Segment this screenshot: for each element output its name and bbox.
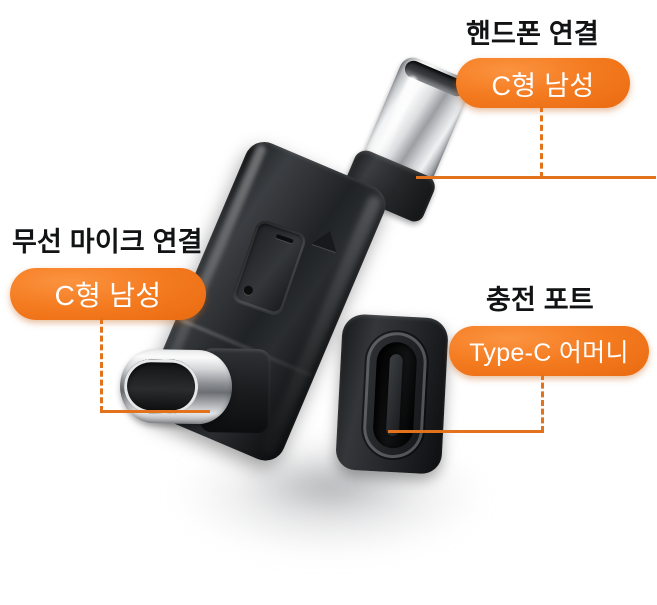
leader-line-left-vertical [100, 318, 103, 412]
leader-line-right-horizontal [388, 430, 544, 433]
annotation-heading-right: 충전 포트 [486, 285, 594, 315]
annotation-heading-top: 핸드폰 연결 [466, 19, 599, 49]
triangle-marker-icon [311, 226, 343, 253]
annotation-pill-right: Type-C 어머니 [449, 326, 649, 376]
usb-c-male-plug-left-metal-shell [119, 348, 233, 425]
phone-glyph-icon [230, 218, 309, 317]
annotation-pill-left: C형 남성 [10, 268, 206, 320]
usb-c-female-port-right [334, 313, 450, 475]
usb-c-male-plug-left-mouth [123, 358, 199, 415]
leader-line-right-vertical [541, 374, 544, 432]
leader-line-top-vertical [540, 106, 543, 178]
usb-c-male-plug-left [119, 343, 271, 438]
annotation-pill-top: C형 남성 [456, 58, 630, 108]
leader-line-left-horizontal [100, 410, 210, 413]
annotation-heading-left: 무선 마이크 연결 [12, 227, 203, 257]
leader-line-top-horizontal [416, 176, 656, 179]
